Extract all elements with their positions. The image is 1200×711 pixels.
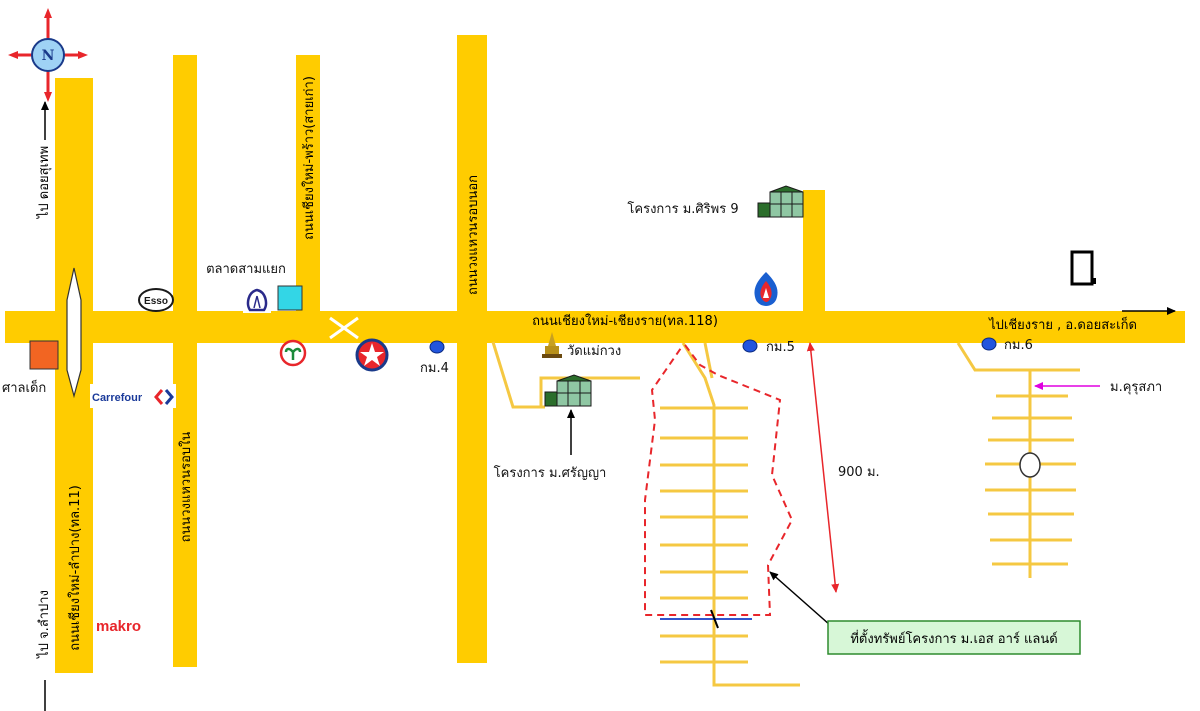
road-label-lampang: ถนนเชียงใหม่-ลำปาง(ทล.11) <box>67 485 83 651</box>
building-siriporn-icon <box>757 185 804 218</box>
road-inner-ring <box>173 55 197 667</box>
carrefour-label: Carrefour <box>92 392 143 404</box>
lane-kurusapa-entry <box>956 342 1080 372</box>
project-gate-mark <box>710 609 719 629</box>
road-label-outer-ring: ถนนวงแหวนรอบนอก <box>466 175 481 295</box>
distance-label: 900 ม. <box>838 465 880 480</box>
road-label-old-phrao: ถนนเชียงใหม่-พร้าว(สายเก่า) <box>301 76 317 240</box>
road-outer-ring <box>457 35 487 663</box>
kurusapa-roundabout <box>1019 452 1041 478</box>
market-square-icon <box>277 285 303 311</box>
ptt-logo-icon <box>754 272 778 306</box>
project-boundary <box>644 344 794 616</box>
road-label-main: ถนนเชียงใหม่-เชียงราย(ทล.118) <box>532 313 718 329</box>
place-wat-mae-kuang: วัดแม่กวง <box>567 344 621 359</box>
makro-logo: makro <box>96 618 141 635</box>
intersection-mark <box>329 316 359 340</box>
building-sarinya-icon <box>544 374 592 407</box>
lane-sarinya <box>491 341 545 409</box>
median-island <box>66 267 82 399</box>
km5-label: กม.5 <box>766 340 795 355</box>
direction-lampang: ไป จ.ลำปาง <box>36 590 52 659</box>
place-siriporn9: โครงการ ม.ศิริพร 9 <box>627 201 738 217</box>
direction-doi-suthep: ไป ดอยสุเทพ <box>36 146 52 219</box>
place-san-dek: ศาลเด็ก <box>2 378 46 396</box>
place-kurusapa: ม.คุรุสภา <box>1110 380 1162 395</box>
callout-text: ที่ตั้งทรัพย์โครงการ ม.เอส อาร์ แลนด์ <box>850 629 1057 647</box>
road-siriporn-spur <box>803 190 825 315</box>
km4-dot <box>429 340 445 354</box>
km5-dot <box>742 339 758 353</box>
km6-dot <box>981 337 997 351</box>
compass-north-letter: N <box>42 48 55 64</box>
esso-label: Esso <box>144 296 168 307</box>
bank-scb-icon <box>243 287 271 313</box>
callout-project-location: ที่ตั้งทรัพย์โครงการ ม.เอส อาร์ แลนด์ <box>827 620 1081 655</box>
esso-logo-icon: Esso <box>138 288 174 312</box>
temple-icon <box>542 332 562 358</box>
road-label-inner-ring: ถนนวงแหวนรอบใน <box>178 432 194 543</box>
direction-chiang-rai: ไปเชียงราย , อ.ดอยสะเก็ด <box>988 315 1137 333</box>
landmark-outline-icon <box>1070 250 1096 286</box>
km4-label: กม.4 <box>420 361 449 376</box>
road-old-phrao <box>296 55 320 313</box>
km6-label: กม.6 <box>1004 338 1033 353</box>
arrow-distance <box>806 342 840 593</box>
place-sam-yaek-market: ตลาดสามแยก <box>206 262 286 277</box>
san-dek-square-icon <box>29 340 59 370</box>
compass-rose: N <box>8 8 88 102</box>
carrefour-logo: Carrefour <box>90 384 176 408</box>
lane-project-entry <box>681 342 800 687</box>
arrow-callout <box>769 571 831 626</box>
place-sarinya: โครงการ ม.ศรัญญา <box>494 465 607 481</box>
lane-sarinya-top <box>539 376 640 407</box>
bank-kbank-icon <box>279 339 307 367</box>
caltex-star-icon <box>355 338 389 372</box>
